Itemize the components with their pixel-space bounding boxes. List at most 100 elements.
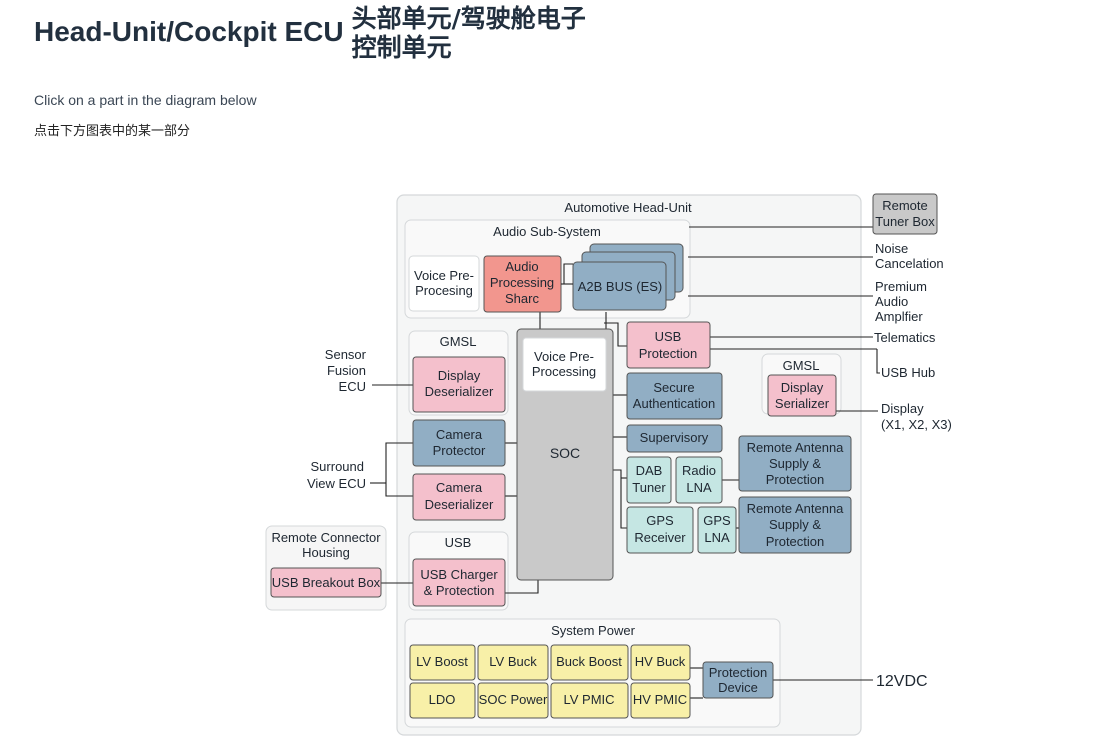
ext-noise-line1: Noise <box>875 241 908 256</box>
camera-protector-line2: Protector <box>433 443 486 458</box>
audio-subsystem-label: Audio Sub-System <box>493 224 601 239</box>
power-block-lv-boost[interactable]: LV Boost <box>409 644 476 681</box>
power-block-hv-buck[interactable]: HV Buck <box>630 644 691 681</box>
lv-pmic-label: LV PMIC <box>563 692 614 707</box>
ext-12vdc: 12VDC <box>876 673 928 690</box>
power-block-soc-power[interactable]: SOC Power <box>477 682 549 719</box>
secure-auth-line2: Authentication <box>633 396 715 411</box>
power-block-ldo[interactable]: LDO <box>409 682 476 719</box>
ext-display-line1: Display <box>881 401 924 416</box>
ext-noise-line2: Cancelation <box>875 256 944 271</box>
remote-antenna-2-line1: Remote Antenna <box>747 501 845 516</box>
hv-pmic-label: HV PMIC <box>633 692 687 707</box>
soc-block[interactable]: Voice Pre- Processing SOC <box>516 328 614 581</box>
gps-receiver-line2: Receiver <box>634 530 686 545</box>
gps-receiver-line1: GPS <box>646 513 674 528</box>
camera-protector-block[interactable]: Camera Protector <box>412 419 506 467</box>
usb-breakout-box-block[interactable]: USB Breakout Box <box>270 567 382 598</box>
remote-antenna-1-line1: Remote Antenna <box>747 440 845 455</box>
soc-voice-line1: Voice Pre- <box>534 349 594 364</box>
soc-label: SOC <box>550 445 580 461</box>
protection-device-line1: Protection <box>709 665 768 680</box>
usb-breakout-label: USB Breakout Box <box>272 575 381 590</box>
power-block-buck-boost[interactable]: Buck Boost <box>550 644 629 681</box>
usb-charger-protection-block[interactable]: USB Charger & Protection <box>412 558 506 607</box>
camera-deserializer-block[interactable]: Camera Deserializer <box>412 473 506 521</box>
page-title-chinese: 头部单元/驾驶舱电子控制单元 <box>351 4 586 62</box>
protection-device-block[interactable]: Protection Device <box>702 661 774 699</box>
camera-protector-line1: Camera <box>436 427 483 442</box>
audio-to-a2b-line2 <box>563 263 573 284</box>
ext-sensor-line1: Sensor <box>325 347 367 362</box>
power-block-lv-pmic[interactable]: LV PMIC <box>550 682 629 719</box>
ldo-label: LDO <box>429 692 456 707</box>
secure-auth-line1: Secure <box>653 380 694 395</box>
a2b-bus-block[interactable]: A2B BUS (ES) <box>572 243 684 311</box>
remote-tuner-line2: Tuner Box <box>875 214 935 229</box>
radio-lna-line2: LNA <box>686 480 712 495</box>
voice-preprocessing-audio-block[interactable]: Voice Pre- Procesing <box>408 255 480 312</box>
connection-lines <box>370 226 880 699</box>
buck-boost-label: Buck Boost <box>556 654 622 669</box>
dab-tuner-line1: DAB <box>636 463 663 478</box>
remote-antenna-block-1[interactable]: Remote Antenna Supply & Protection <box>738 435 852 492</box>
gmsl-left-label: GMSL <box>440 334 477 349</box>
remote-antenna-2-line2: Supply & <box>769 517 821 532</box>
remote-antenna-block-2[interactable]: Remote Antenna Supply & Protection <box>738 496 852 554</box>
remote-antenna-1-line3: Protection <box>766 472 825 487</box>
lv-boost-label: LV Boost <box>416 654 468 669</box>
usb-protection-line2: Protection <box>639 346 698 361</box>
dab-tuner-line2: Tuner <box>632 480 666 495</box>
ext-display-line2: (X1, X2, X3) <box>881 417 952 432</box>
instruction-text: Click on a part in the diagram below <box>34 92 257 108</box>
display-serializer-block[interactable]: Display Serializer <box>767 374 837 417</box>
audio-processing-line2: Processing <box>490 275 554 290</box>
display-deserializer-line2: Deserializer <box>425 384 494 399</box>
page-title: Head-Unit/Cockpit ECU <box>34 16 344 47</box>
supervisory-label: Supervisory <box>640 430 709 445</box>
ext-usb-hub: USB Hub <box>881 365 935 380</box>
ext-sensor-line2: Fusion <box>327 363 366 378</box>
protection-device-line2: Device <box>718 680 758 695</box>
power-block-lv-buck[interactable]: LV Buck <box>477 644 549 681</box>
usb-protection-line1: USB <box>655 329 682 344</box>
instruction-text-chinese: 点击下方图表中的某一部分 <box>34 124 191 139</box>
display-deserializer-line1: Display <box>438 368 481 383</box>
gps-lna-line1: GPS <box>703 513 731 528</box>
audio-processing-line1: Audio <box>505 259 538 274</box>
system-power-label: System Power <box>551 623 635 638</box>
ext-premium-line1: Premium <box>875 279 927 294</box>
remote-tuner-line1: Remote <box>882 198 928 213</box>
camera-deserializer-line2: Deserializer <box>425 497 494 512</box>
soc-power-label: SOC Power <box>479 692 548 707</box>
remote-antenna-2-line3: Protection <box>766 534 825 549</box>
remote-connector-label-line2: Housing <box>302 545 350 560</box>
gps-receiver-block[interactable]: GPS Receiver <box>626 506 694 554</box>
camera-deserializer-line1: Camera <box>436 480 483 495</box>
gmsl-right-label: GMSL <box>783 358 820 373</box>
secure-authentication-block[interactable]: Secure Authentication <box>626 372 723 420</box>
usb-charger-line1: USB Charger <box>420 567 498 582</box>
gps-lna-line2: LNA <box>704 530 730 545</box>
display-deserializer-block[interactable]: Display Deserializer <box>412 356 506 413</box>
ext-premium-line2: Audio <box>875 294 908 309</box>
page-header: Head-Unit/Cockpit ECU 头部单元/驾驶舱电子控制单元 <box>34 4 602 62</box>
audio-processing-line3: Sharc <box>505 291 539 306</box>
remote-tuner-box-block[interactable]: Remote Tuner Box <box>872 193 938 235</box>
voice-preproc-audio-line2: Procesing <box>415 283 473 298</box>
usb-protection-block[interactable]: USB Protection <box>626 321 711 369</box>
head-unit-label: Automotive Head-Unit <box>564 200 692 215</box>
dab-tuner-block[interactable]: DAB Tuner <box>626 456 672 504</box>
audio-processing-sharc-block[interactable]: Audio Processing Sharc <box>483 255 562 313</box>
usb-group-label: USB <box>445 535 472 550</box>
display-serializer-line1: Display <box>781 380 824 395</box>
supervisory-block[interactable]: Supervisory <box>626 424 723 453</box>
gps-lna-block[interactable]: GPS LNA <box>697 506 737 554</box>
power-block-hv-pmic[interactable]: HV PMIC <box>630 682 691 719</box>
ext-premium-line3: Amplfier <box>875 309 923 324</box>
radio-lna-block[interactable]: Radio LNA <box>675 456 723 504</box>
lv-buck-label: LV Buck <box>489 654 537 669</box>
voice-preproc-audio-line1: Voice Pre- <box>414 268 474 283</box>
radio-lna-line1: Radio <box>682 463 716 478</box>
